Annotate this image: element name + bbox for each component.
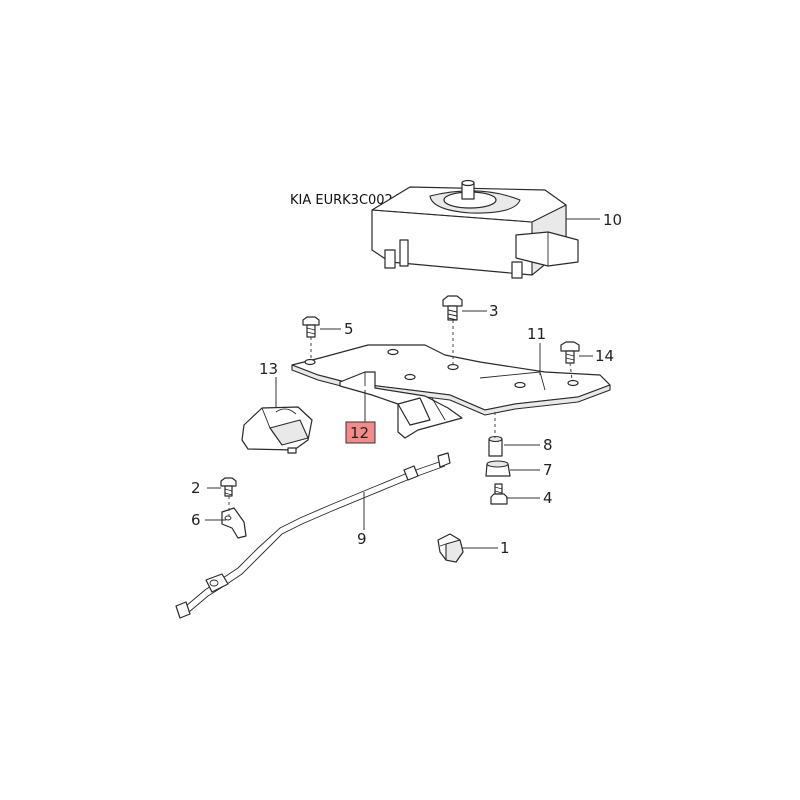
callout-1: 1	[500, 539, 510, 557]
part-6-cable-clip	[221, 507, 247, 539]
callout-2: 2	[191, 479, 201, 497]
part-14-bolt	[560, 341, 580, 364]
callout-labels: 10 3 5 11 14 13 12 8 7 4 1 2 6 9	[191, 211, 622, 557]
part-1-clip	[437, 533, 464, 563]
part-7-collar	[485, 460, 511, 477]
leader-lines	[205, 218, 600, 549]
part-13-boot	[241, 406, 313, 454]
callout-5: 5	[344, 320, 354, 338]
part-12-cable-bracket	[339, 371, 463, 439]
callout-6: 6	[191, 511, 201, 529]
callout-11: 11	[527, 325, 546, 343]
callout-7: 7	[543, 461, 553, 479]
assembly-lines	[228, 320, 573, 516]
callout-4: 4	[543, 489, 553, 507]
callout-8: 8	[543, 436, 553, 454]
part-10-shifter-housing	[371, 179, 579, 279]
part-2-screw	[220, 477, 237, 497]
callout-13: 13	[259, 360, 278, 378]
callout-14: 14	[595, 347, 614, 365]
callout-3: 3	[489, 302, 499, 320]
part-9-shift-cable	[175, 452, 451, 619]
part-11-mounting-plate	[291, 344, 611, 416]
part-8-bushing	[488, 435, 503, 457]
part-4-flange-bolt	[490, 483, 508, 505]
callout-9: 9	[357, 530, 367, 548]
callout-10: 10	[603, 211, 622, 229]
callout-12-highlight	[345, 421, 376, 444]
callout-12: 12	[350, 424, 369, 442]
part-5-bolt	[302, 316, 320, 338]
part-3-bolt	[442, 295, 463, 321]
